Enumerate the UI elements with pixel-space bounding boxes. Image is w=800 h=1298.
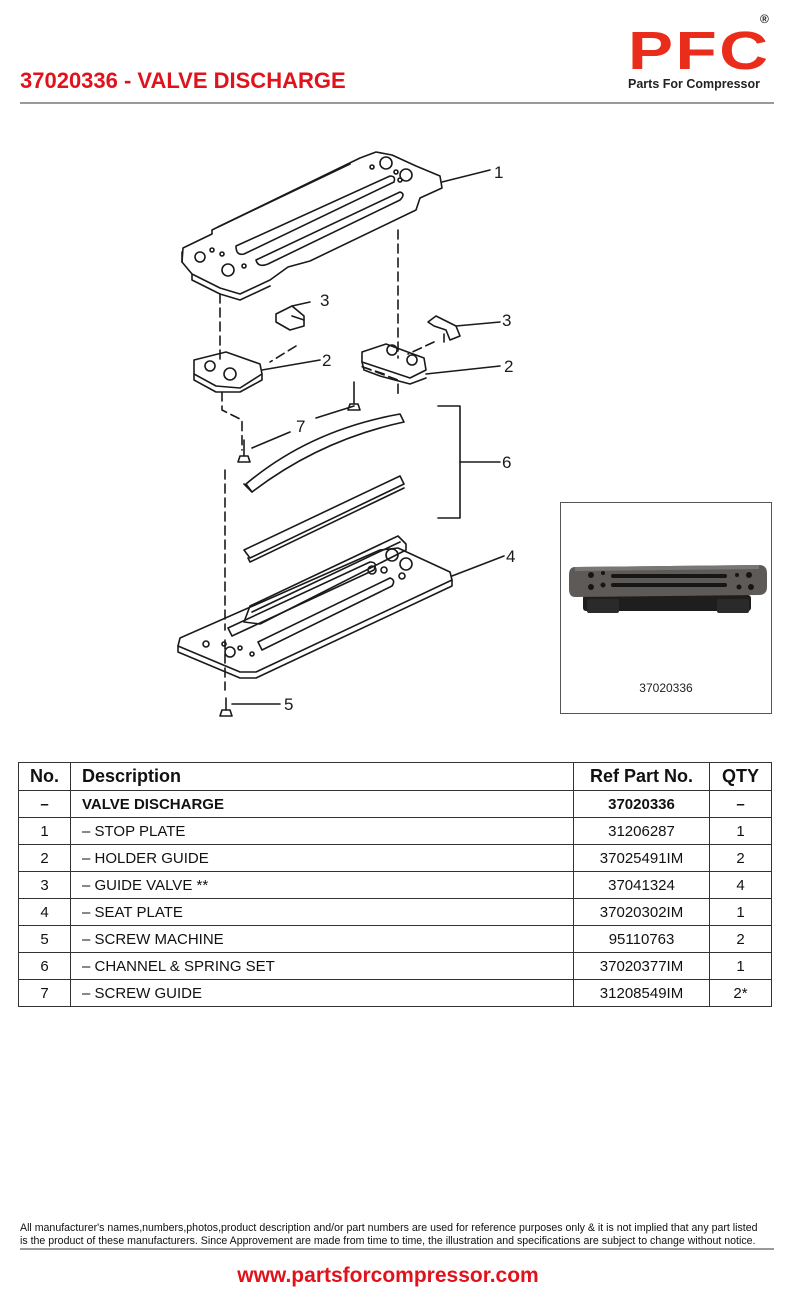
cell-description: VALVE DISCHARGE bbox=[70, 790, 574, 818]
screw-guide-drawing bbox=[237, 381, 361, 463]
table-header-row: No. Description Ref Part No. QTY bbox=[18, 762, 772, 791]
alignment-lines bbox=[219, 229, 435, 691]
logo-mark: PFC bbox=[628, 21, 771, 81]
cell-qty: 2* bbox=[709, 979, 772, 1007]
callout-3a: 3 bbox=[320, 291, 329, 310]
website-link[interactable]: www.partsforcompressor.com bbox=[237, 1264, 539, 1287]
cell-qty: – bbox=[709, 790, 772, 818]
cell-no: 5 bbox=[18, 925, 71, 953]
col-header-no: No. bbox=[18, 762, 71, 791]
table-row: 4 – SEAT PLATE 37020302IM 1 bbox=[18, 898, 772, 926]
cell-no: – bbox=[18, 790, 71, 818]
cell-no: 2 bbox=[18, 844, 71, 872]
stop-plate-drawing bbox=[181, 151, 491, 301]
cell-qty: 1 bbox=[709, 817, 772, 845]
cell-qty: 2 bbox=[709, 844, 772, 872]
cell-no: 4 bbox=[18, 898, 71, 926]
product-photo bbox=[569, 565, 767, 613]
cell-ref-part-no: 95110763 bbox=[573, 925, 710, 953]
cell-ref-part-no: 37025491IM bbox=[573, 844, 710, 872]
disclaimer-line-1: All manufacturer's names,numbers,photos,… bbox=[20, 1222, 758, 1234]
cell-description: – HOLDER GUIDE bbox=[70, 844, 574, 872]
cell-no: 1 bbox=[18, 817, 71, 845]
cell-description: – CHANNEL & SPRING SET bbox=[70, 952, 574, 980]
cell-qty: 1 bbox=[709, 952, 772, 980]
registered-icon: ® bbox=[760, 12, 769, 26]
cell-qty: 1 bbox=[709, 898, 772, 926]
parts-table: No. Description Ref Part No. QTY – VALVE… bbox=[18, 762, 772, 1007]
cell-ref-part-no: 37020302IM bbox=[573, 898, 710, 926]
callout-6: 6 bbox=[502, 453, 511, 472]
header-divider bbox=[20, 102, 774, 104]
cell-description: – SCREW MACHINE bbox=[70, 925, 574, 953]
cell-description: – SEAT PLATE bbox=[70, 898, 574, 926]
cell-ref-part-no: 31208549IM bbox=[573, 979, 710, 1007]
cell-qty: 4 bbox=[709, 871, 772, 899]
product-photo-caption: 37020336 bbox=[639, 681, 693, 695]
exploded-diagram: 1 3 3 2 2 bbox=[177, 151, 515, 717]
table-row: 6 – CHANNEL & SPRING SET 37020377IM 1 bbox=[18, 952, 772, 980]
cell-ref-part-no: 37020336 bbox=[573, 790, 710, 818]
col-header-ref-part-no: Ref Part No. bbox=[573, 762, 710, 791]
callout-4: 4 bbox=[506, 547, 515, 566]
cell-description: – GUIDE VALVE ** bbox=[70, 871, 574, 899]
callout-3b: 3 bbox=[502, 311, 511, 330]
holder-guide-left-drawing bbox=[193, 351, 321, 393]
table-row: 5 – SCREW MACHINE 95110763 2 bbox=[18, 925, 772, 953]
callout-5: 5 bbox=[284, 695, 293, 714]
guide-valve-left-drawing bbox=[275, 301, 311, 331]
channel-spring-set-drawing bbox=[243, 405, 501, 625]
table-row: 1 – STOP PLATE 31206287 1 bbox=[18, 817, 772, 845]
col-header-qty: QTY bbox=[709, 762, 772, 791]
table-row: 2 – HOLDER GUIDE 37025491IM 2 bbox=[18, 844, 772, 872]
disclaimer: All manufacturer's names,numbers,photos,… bbox=[20, 1222, 776, 1247]
product-photo-frame: 37020336 bbox=[560, 502, 772, 714]
callout-1: 1 bbox=[494, 163, 503, 182]
callout-7: 7 bbox=[296, 417, 305, 436]
cell-description: – SCREW GUIDE bbox=[70, 979, 574, 1007]
cell-ref-part-no: 37041324 bbox=[573, 871, 710, 899]
cell-no: 3 bbox=[18, 871, 71, 899]
callout-2a: 2 bbox=[322, 351, 331, 370]
seat-plate-drawing bbox=[177, 547, 505, 679]
cell-ref-part-no: 37020377IM bbox=[573, 952, 710, 980]
footer-divider bbox=[20, 1248, 774, 1250]
cell-ref-part-no: 31206287 bbox=[573, 817, 710, 845]
logo-tagline: Parts For Compressor bbox=[628, 77, 760, 91]
callout-2b: 2 bbox=[504, 357, 513, 376]
cell-no: 7 bbox=[18, 979, 71, 1007]
cell-no: 6 bbox=[18, 952, 71, 980]
cell-qty: 2 bbox=[709, 925, 772, 953]
col-header-description: Description bbox=[70, 762, 574, 791]
screw-machine-drawing bbox=[219, 697, 281, 717]
holder-guide-right-drawing bbox=[361, 343, 501, 385]
table-row: 7 – SCREW GUIDE 31208549IM 2* bbox=[18, 979, 772, 1007]
guide-valve-right-drawing bbox=[427, 315, 501, 343]
pfc-logo: PFC ® Parts For Compressor bbox=[622, 12, 774, 96]
page-title: 37020336 - VALVE DISCHARGE bbox=[20, 68, 346, 93]
table-row: – VALVE DISCHARGE 37020336 – bbox=[18, 790, 772, 818]
cell-description: – STOP PLATE bbox=[70, 817, 574, 845]
disclaimer-line-2: is the product of these manufacturers. S… bbox=[20, 1234, 756, 1247]
table-row: 3 – GUIDE VALVE ** 37041324 4 bbox=[18, 871, 772, 899]
